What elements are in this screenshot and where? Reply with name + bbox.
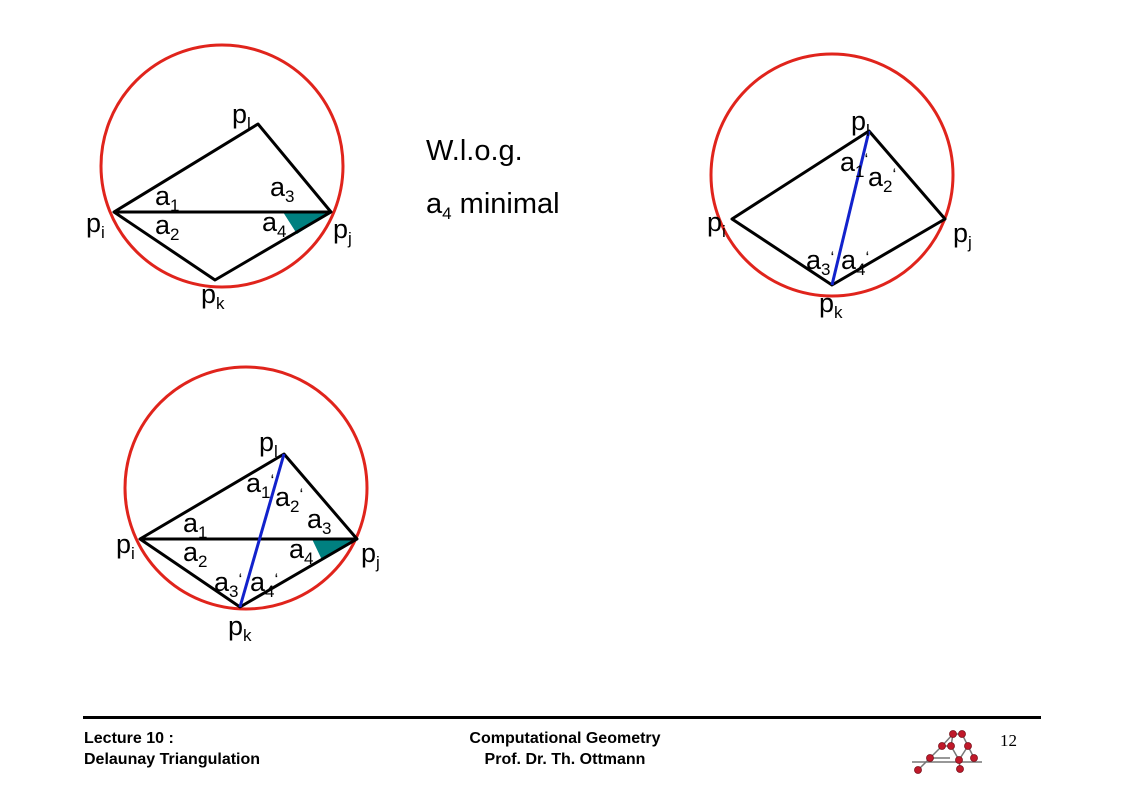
point-label-pi: pi bbox=[116, 529, 135, 563]
university-logo-icon bbox=[912, 730, 982, 774]
flipped-diagonal-edge bbox=[830, 130, 871, 286]
angle-label-a3: a3 bbox=[307, 504, 332, 538]
footer-divider bbox=[83, 716, 1041, 719]
circumcircle bbox=[99, 43, 345, 289]
angle-label-a1: a1 bbox=[183, 508, 208, 542]
page-number: 12 bbox=[1000, 731, 1017, 750]
angle-label-a1: a1 bbox=[155, 181, 180, 215]
angle-label-a2: a2 bbox=[183, 537, 208, 571]
footer-lecture-title: Delaunay Triangulation bbox=[84, 751, 261, 768]
footer-course-title: Computational Geometry bbox=[469, 730, 661, 747]
note-line-1: W.l.o.g. bbox=[426, 135, 523, 167]
point-label-pj: pj bbox=[953, 218, 972, 252]
point-label-pk: pk bbox=[819, 288, 843, 322]
angle-label-a3: a3 bbox=[270, 172, 295, 206]
angle-label-a2-prime: a2‘ bbox=[275, 482, 303, 516]
point-label-pi: pi bbox=[86, 208, 105, 242]
diagram-original: pl pi pj pk a1 a2 a3 a4 bbox=[86, 43, 352, 313]
angle-label-a4-prime: a4‘ bbox=[841, 245, 869, 279]
footer-professor: Prof. Dr. Th. Ottmann bbox=[484, 751, 646, 768]
angle-label-a2-prime: a2‘ bbox=[868, 162, 896, 196]
diagram-flipped: pl pi pj pk a1‘ a2‘ a3‘ a4‘ bbox=[707, 52, 972, 322]
quadrilateral bbox=[730, 129, 947, 287]
footer-lecture-number: Lecture 10 : bbox=[84, 730, 174, 747]
angle-label-a4: a4 bbox=[262, 207, 287, 241]
point-label-pk: pk bbox=[201, 279, 225, 313]
angle-label-a4: a4 bbox=[289, 534, 314, 568]
point-label-pj: pj bbox=[361, 538, 380, 572]
angle-label-a3-prime: a3‘ bbox=[806, 245, 834, 279]
footer-course-info: Computational Geometry Prof. Dr. Th. Ott… bbox=[415, 728, 715, 770]
angle-label-a1-prime: a1‘ bbox=[840, 147, 868, 181]
point-label-pl: pl bbox=[851, 106, 870, 140]
footer-lecture-info: Lecture 10 : Delaunay Triangulation bbox=[84, 728, 260, 770]
point-label-pl: pl bbox=[232, 99, 251, 133]
point-label-pj: pj bbox=[333, 214, 352, 248]
angle-label-a1-prime: a1‘ bbox=[246, 468, 274, 502]
point-label-pi: pi bbox=[707, 207, 726, 241]
point-label-pk: pk bbox=[228, 611, 252, 645]
flipped-diagonal-edge bbox=[238, 453, 286, 608]
wlog-note: W.l.o.g. a4 minimal bbox=[426, 135, 560, 223]
quadrilateral bbox=[112, 122, 333, 282]
angle-label-a3-prime: a3‘ bbox=[214, 567, 242, 601]
note-line-2: a4 minimal bbox=[426, 188, 560, 223]
angle-label-a2: a2 bbox=[155, 210, 180, 244]
diagram-combined: pl pi pj pk a1 a2 a3 a4 a1‘ a2‘ a3‘ a4‘ bbox=[116, 365, 380, 645]
circumcircle bbox=[123, 365, 369, 611]
point-label-pl: pl bbox=[259, 427, 278, 461]
circumcircle bbox=[709, 52, 955, 298]
angle-label-a4-prime: a4‘ bbox=[250, 567, 278, 601]
